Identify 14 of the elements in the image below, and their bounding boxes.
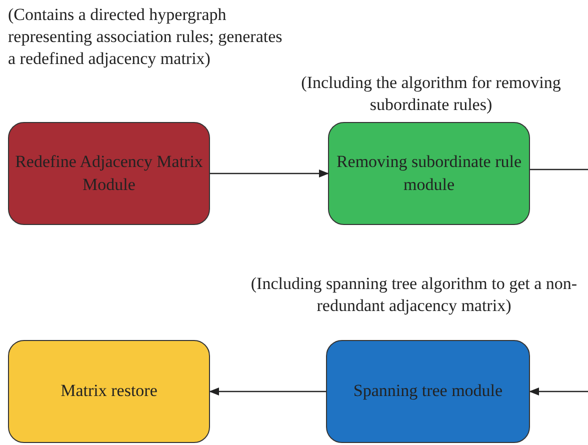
- module-label: Redefine Adjacency Matrix Module: [14, 151, 204, 196]
- module-box: [326, 340, 530, 443]
- module-box: [328, 122, 530, 225]
- module-label: Matrix restore: [60, 380, 158, 402]
- arrow: [529, 388, 588, 396]
- module-label: Spanning tree module: [353, 380, 503, 402]
- arrow: [210, 170, 329, 178]
- module-label: Removing subordinate rule module: [335, 151, 523, 196]
- module-box: [8, 122, 210, 225]
- arrow: [209, 388, 326, 396]
- module-description: (Including spanning tree algorithm to get a non-redundant adjacency matrix): [250, 273, 578, 318]
- module-description: (Contains a directed hypergraph representing association rules; generates a redefined adjacency matrix): [8, 4, 284, 70]
- module-box: [8, 340, 210, 443]
- module-description: (Including the algorithm for removing subordinate rules): [300, 72, 562, 116]
